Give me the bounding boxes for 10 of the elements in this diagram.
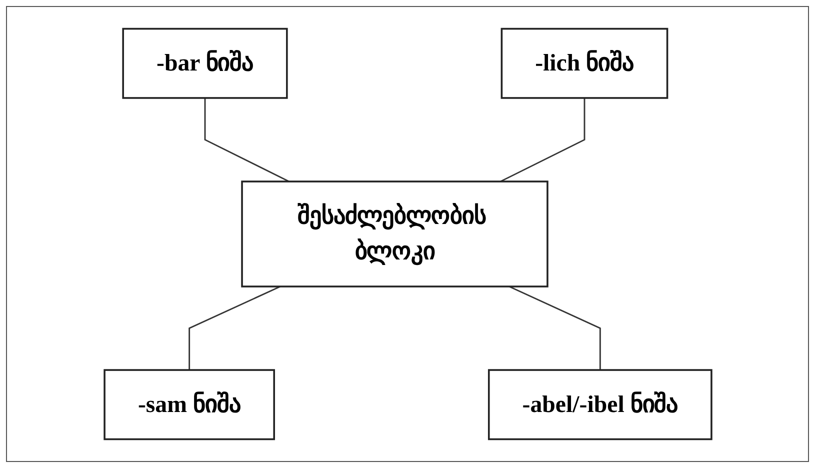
connector bbox=[500, 98, 585, 182]
node-box bbox=[500, 28, 668, 99]
connector bbox=[204, 98, 289, 182]
node-box bbox=[240, 180, 548, 288]
node-box bbox=[122, 28, 288, 99]
node-box bbox=[103, 369, 274, 440]
diagram: -bar ნიშა -lich ნიშა შესაძლებლობის ბლოკი -sam ნიშა -abel/-ibel ნიშა bbox=[94, 19, 720, 449]
connector bbox=[188, 286, 280, 370]
node-box bbox=[487, 369, 712, 440]
connector bbox=[508, 286, 600, 370]
